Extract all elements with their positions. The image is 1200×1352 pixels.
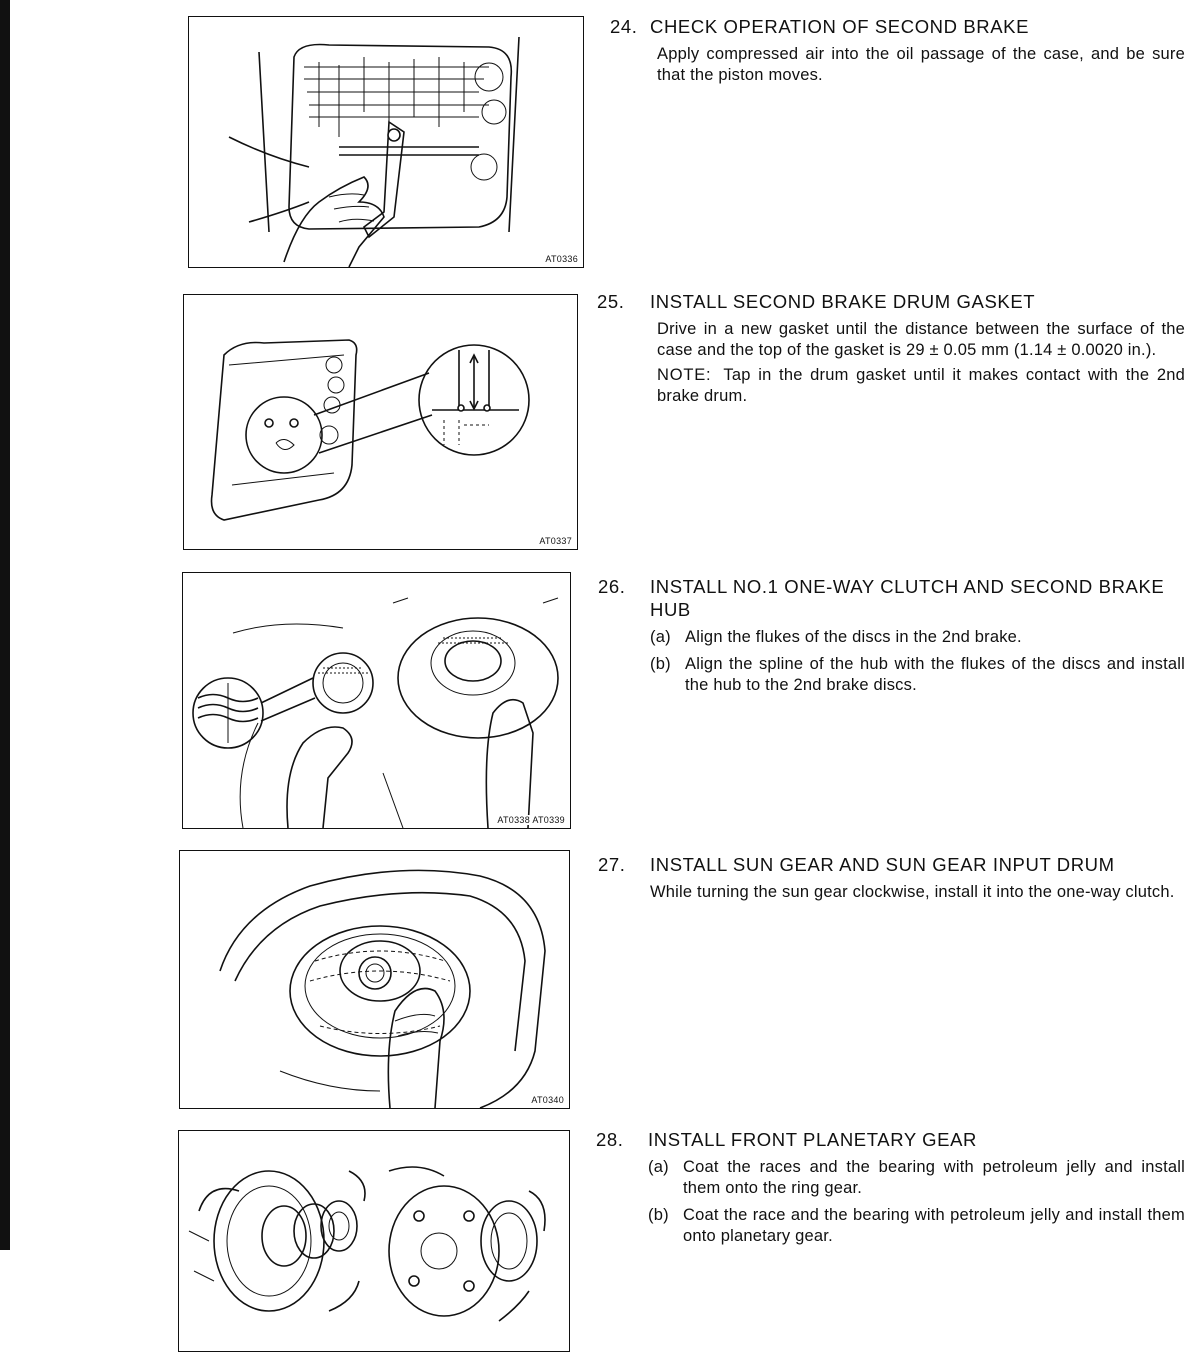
step-title: INSTALL SUN GEAR AND SUN GEAR INPUT DRUM [650,854,1115,875]
figure-code: AT0336 [544,254,579,264]
item-label: (b) [648,1206,669,1224]
step-number: 25. [597,291,625,312]
figure-code: AT0340 [530,1095,565,1105]
step-number: 26. [598,576,626,597]
step-body: While turning the sun gear clockwise, in… [650,883,1175,901]
step-28: 28. INSTALL FRONT PLANETARY GEAR (a) Coa… [596,1128,1185,1247]
note-label: NOTE: [657,366,712,384]
item-label: (a) [648,1158,669,1176]
illustration-gasket-depth [210,339,530,521]
figure-front-planetary-gear [178,1130,570,1352]
step-item-a: (a) Coat the races and the bearing with … [648,1157,1185,1199]
step-heading: 28. INSTALL FRONT PLANETARY GEAR [596,1128,1185,1151]
step-item-b: (b) Align the spline of the hub with the… [650,654,1185,696]
step-number: 24. [610,16,638,37]
step-heading: 24. CHECK OPERATION OF SECOND BRAKE [610,15,1185,38]
illustration-valve-body-air-gun [228,36,520,267]
step-26: 26. INSTALL NO.1 ONE-WAY CLUTCH AND SECO… [598,575,1185,696]
step-25: 25. INSTALL SECOND BRAKE DRUM GASKET Dri… [597,290,1185,407]
step-item-b: (b) Coat the race and the bearing with p… [648,1205,1185,1247]
step-27: 27. INSTALL SUN GEAR AND SUN GEAR INPUT … [598,853,1185,903]
step-item-a: (a) Align the flukes of the discs in the… [650,627,1185,648]
step-title: INSTALL SECOND BRAKE DRUM GASKET [650,291,1036,312]
figure-second-brake-air-check: AT0336 [188,16,584,268]
step-heading: 26. INSTALL NO.1 ONE-WAY CLUTCH AND SECO… [598,575,1185,621]
illustration-sun-gear-install [219,869,546,1108]
step-number: 28. [596,1129,624,1150]
item-text: Coat the race and the bearing with petro… [683,1206,1185,1245]
figure-drum-gasket: AT0337 [183,294,578,550]
figure-one-way-clutch-hub: AT0338 AT0339 [182,572,571,829]
step-title: INSTALL FRONT PLANETARY GEAR [648,1129,977,1150]
step-heading: 27. INSTALL SUN GEAR AND SUN GEAR INPUT … [598,853,1185,876]
figure-code: AT0337 [538,536,573,546]
step-title: CHECK OPERATION OF SECOND BRAKE [650,16,1030,37]
step-heading: 25. INSTALL SECOND BRAKE DRUM GASKET [597,290,1185,313]
item-label: (b) [650,655,671,673]
step-title: INSTALL NO.1 ONE-WAY CLUTCH AND SECOND B… [650,576,1165,620]
item-text: Coat the races and the bearing with petr… [683,1158,1185,1197]
step-24: 24. CHECK OPERATION OF SECOND BRAKE Appl… [610,15,1185,86]
step-body: Drive in a new gasket until the distance… [657,320,1185,359]
step-number: 27. [598,854,626,875]
step-body: Apply compressed air into the oil passag… [657,45,1185,84]
item-text: Align the flukes of the discs in the 2nd… [685,628,1022,646]
step-note: NOTE:Tap in the drum gasket until it mak… [657,365,1185,407]
figure-sun-gear: AT0340 [179,850,570,1109]
figure-code: AT0338 AT0339 [496,815,566,825]
illustration-planetary-bearings [188,1166,546,1322]
item-text: Align the spline of the hub with the flu… [685,655,1185,694]
page-binding-edge [0,0,10,1250]
note-text: Tap in the drum gasket until it makes co… [657,366,1185,405]
illustration-hub-install [192,597,559,828]
item-label: (a) [650,628,671,646]
